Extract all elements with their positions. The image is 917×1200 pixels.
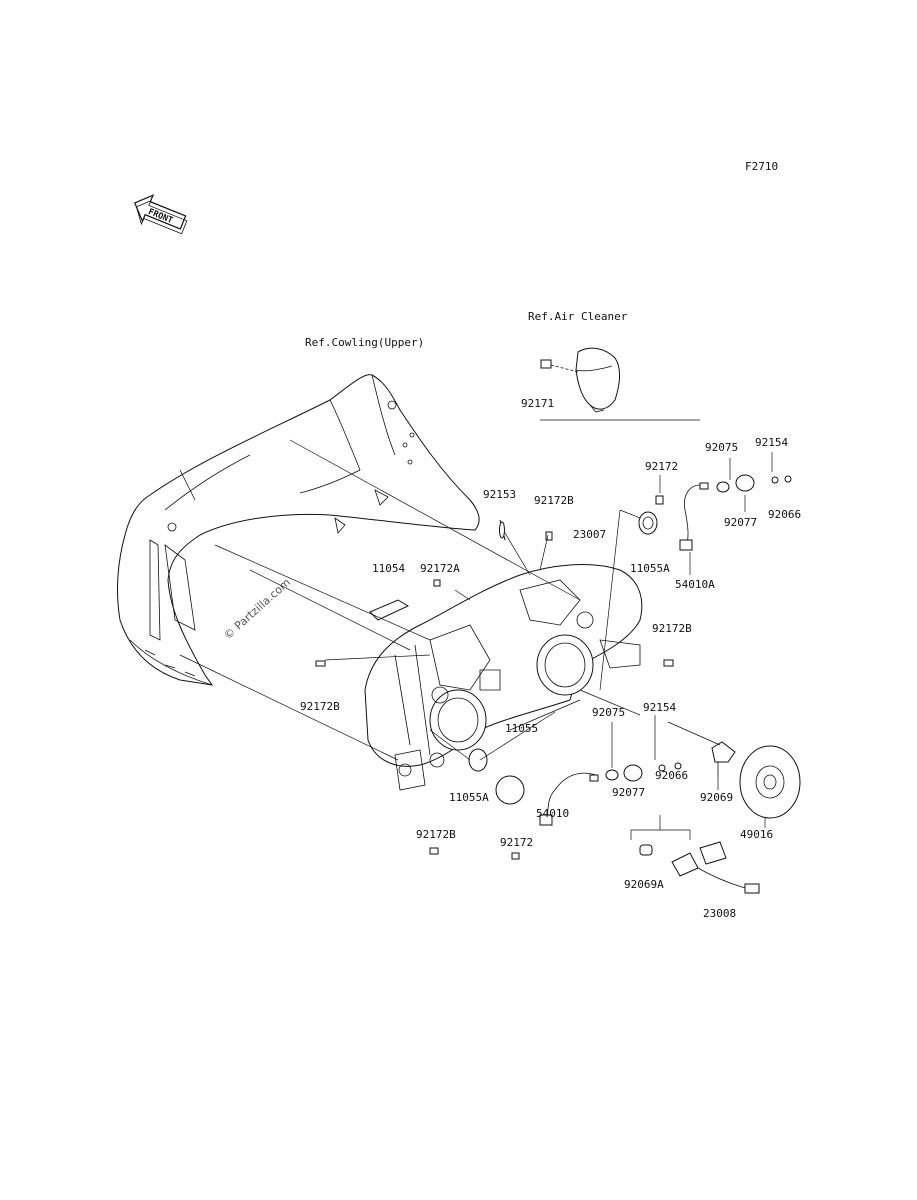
label-92172-bottom: 92172: [500, 836, 533, 849]
small-parts: [315, 474, 801, 894]
bracket-11054: [369, 599, 410, 621]
part-labels: 92171 92075 92154 92172 92153 92172B 230…: [300, 397, 801, 920]
ref-cowling-upper: Ref.Cowling(Upper): [305, 336, 424, 349]
label-92172B-bottom: 92172B: [416, 828, 456, 841]
front-arrow-icon: FRONT: [133, 194, 188, 235]
leader-lines: [179, 419, 773, 840]
ref-air-cleaner: Ref.Air Cleaner: [528, 310, 628, 323]
label-92075-bottom: 92075: [592, 706, 625, 719]
label-92066-top: 92066: [768, 508, 801, 521]
label-11054: 11054: [372, 562, 405, 575]
label-92172B-top: 92172B: [534, 494, 574, 507]
label-92154-bottom: 92154: [643, 701, 676, 714]
label-92077-bottom: 92077: [612, 786, 645, 799]
label-92172B-left: 92172B: [300, 700, 340, 713]
label-92069A: 92069A: [624, 878, 664, 891]
label-92069: 92069: [700, 791, 733, 804]
label-92172-top: 92172: [645, 460, 678, 473]
label-54010A: 54010A: [675, 578, 715, 591]
label-11055A-bottom: 11055A: [449, 791, 489, 804]
label-11055: 11055: [505, 722, 538, 735]
label-92172B-right: 92172B: [652, 622, 692, 635]
label-92153: 92153: [483, 488, 516, 501]
label-54010: 54010: [536, 807, 569, 820]
headlight-housing: [364, 564, 643, 791]
label-11055A-top: 11055A: [630, 562, 670, 575]
label-92075-top: 92075: [705, 441, 738, 454]
label-92066-bottom: 92066: [655, 769, 688, 782]
label-92172A: 92172A: [420, 562, 460, 575]
label-92171: 92171: [521, 397, 554, 410]
label-49016: 49016: [740, 828, 773, 841]
figure-code: F2710: [745, 160, 778, 173]
label-92077-top: 92077: [724, 516, 757, 529]
upper-cowling: [117, 374, 480, 686]
label-23008: 23008: [703, 907, 736, 920]
watermark: © Partzilla.com: [221, 576, 293, 642]
label-92154-top: 92154: [755, 436, 788, 449]
label-23007: 23007: [573, 528, 606, 541]
air-cleaner-part: [540, 347, 620, 413]
